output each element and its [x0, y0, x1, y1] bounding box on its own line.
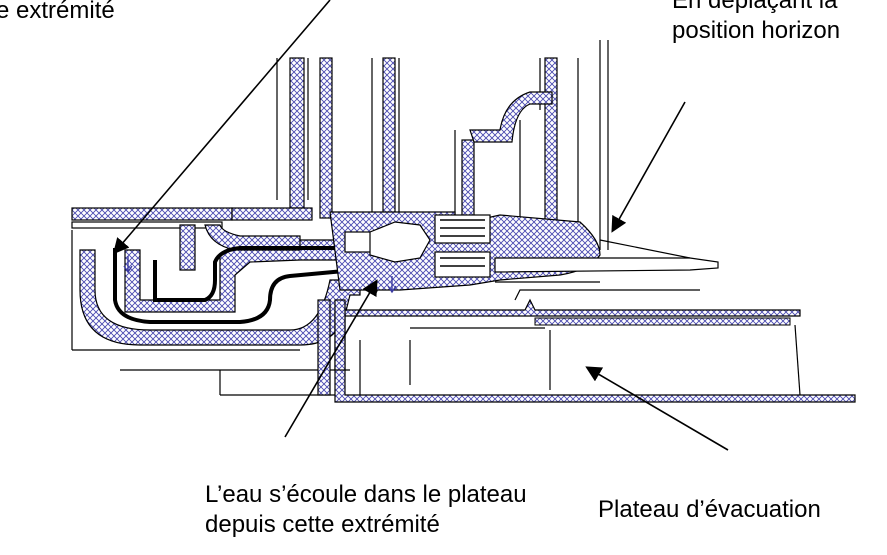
top-curved-part: [469, 91, 553, 143]
callout-label-bottom-left: L’eau s’écoule dans le plateau depuis ce…: [205, 480, 527, 540]
callout-label-bottom-right: Plateau d’évacuation: [598, 496, 821, 523]
callout-label-bottom-left-line2: depuis cette extrémité: [205, 511, 440, 538]
vertical-walls: [289, 57, 558, 231]
callout-label-top-left: e extrémité: [0, 0, 115, 24]
arrow-bottom-right: [585, 366, 729, 451]
arrow-bottom-left: [284, 279, 378, 438]
callout-arrows: [112, 0, 729, 451]
arrow-top-left: [112, 0, 331, 255]
callout-label-top-right-line1: En déplaçant la: [672, 0, 838, 14]
water-flow-path: [113, 248, 356, 324]
arrow-top-right: [611, 101, 686, 233]
callout-label-top-right: En déplaçant la position horizon: [672, 0, 840, 46]
callout-label-bottom-left-line1: L’eau s’écoule dans le plateau: [205, 481, 527, 508]
callout-label-top-right-line2: position horizon: [672, 17, 841, 44]
